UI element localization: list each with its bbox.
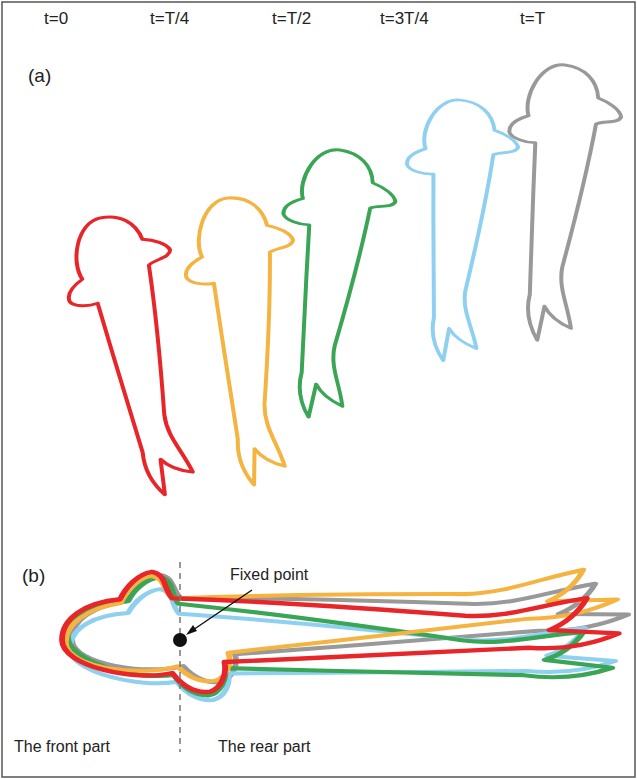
panel-label: (a) bbox=[28, 66, 51, 87]
dashed-divider bbox=[179, 562, 181, 752]
time-label: t=0 bbox=[44, 10, 68, 29]
fish-sequence bbox=[54, 59, 627, 506]
part-label: The front part bbox=[14, 738, 110, 756]
time-label: t=3T/4 bbox=[380, 10, 429, 29]
fish-overlay bbox=[62, 544, 630, 724]
time-label: t=T bbox=[520, 10, 545, 29]
time-label: t=T/4 bbox=[150, 10, 189, 29]
part-label: The rear part bbox=[218, 738, 310, 756]
arrow-head bbox=[186, 625, 197, 635]
fixed-point-dot bbox=[173, 633, 187, 647]
callout-text: Fixed point bbox=[230, 566, 308, 584]
leader-line bbox=[190, 590, 252, 632]
time-label: t=T/2 bbox=[272, 10, 311, 29]
panel-label: (b) bbox=[22, 566, 45, 587]
